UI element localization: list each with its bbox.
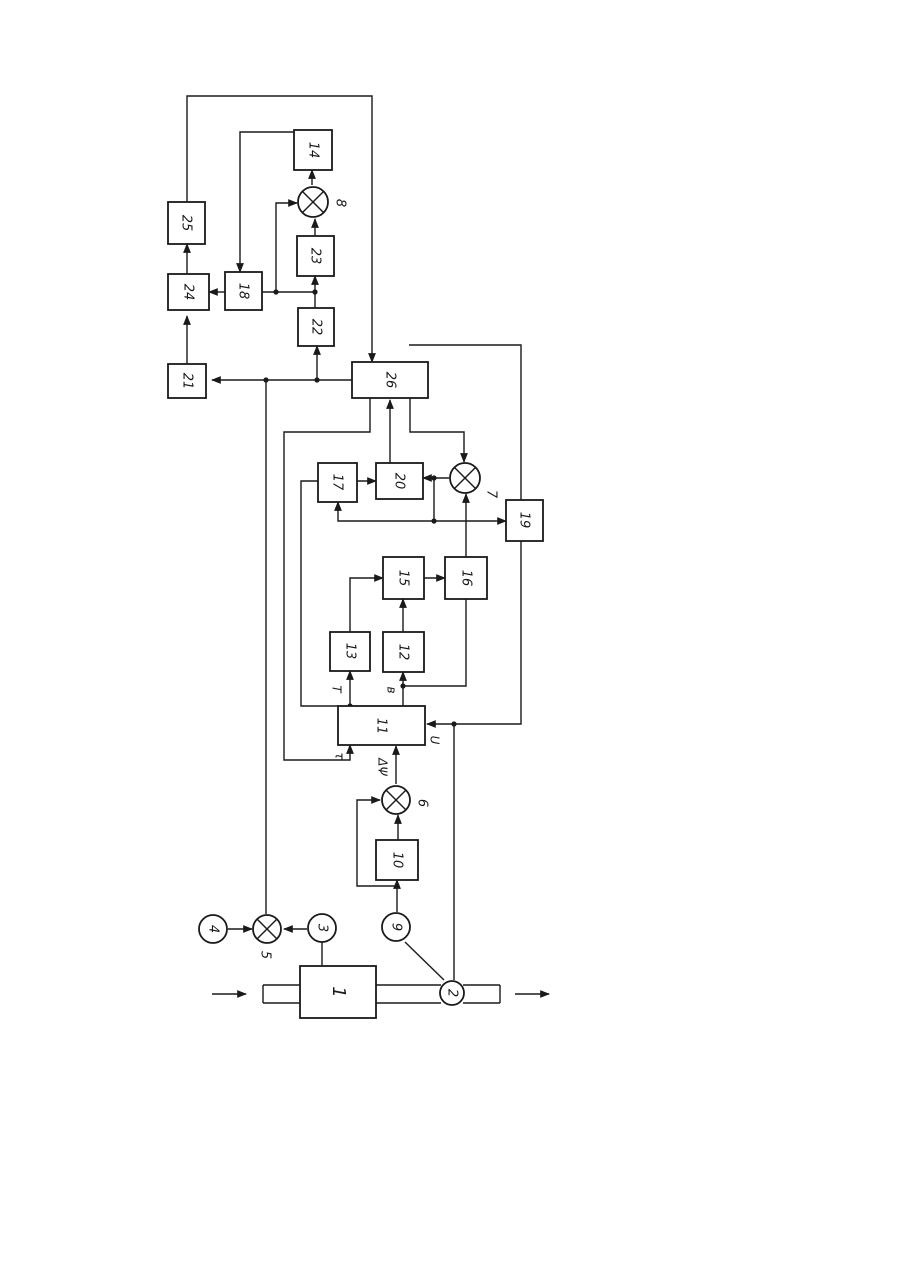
comparator-7: 7 (450, 463, 499, 499)
svg-text:11: 11 (374, 718, 389, 735)
block-10: 10 (376, 840, 418, 880)
svg-text:21: 21 (180, 373, 195, 390)
block-24: 24 (168, 274, 209, 310)
signal-tau-label: τ (333, 752, 347, 760)
svg-text:26: 26 (383, 372, 398, 389)
signal-t-label: T (330, 685, 344, 694)
svg-text:16: 16 (459, 570, 474, 587)
svg-text:14: 14 (306, 142, 321, 159)
svg-text:13: 13 (343, 643, 358, 660)
svg-text:6: 6 (415, 799, 430, 807)
sensor-2: 2 (440, 981, 464, 1005)
svg-text:4: 4 (206, 925, 221, 933)
block-12: 12 (383, 632, 424, 672)
svg-text:1: 1 (328, 986, 349, 997)
block-21: 21 (168, 364, 206, 398)
svg-text:23: 23 (308, 248, 323, 265)
svg-text:3: 3 (315, 924, 330, 932)
block-22: 22 (298, 308, 334, 346)
svg-text:19: 19 (517, 512, 532, 529)
svg-text:8: 8 (333, 199, 348, 207)
block-11: 11 (338, 706, 425, 745)
svg-text:22: 22 (309, 319, 324, 336)
svg-text:18: 18 (236, 283, 251, 300)
comparator-6: 6 (382, 786, 430, 814)
block-23: 23 (297, 236, 334, 276)
block-13: 13 (330, 632, 370, 671)
block-18: 18 (225, 272, 262, 310)
svg-text:5: 5 (258, 951, 273, 959)
block-14: 14 (294, 130, 332, 170)
svg-text:9: 9 (389, 923, 404, 931)
svg-text:15: 15 (396, 570, 411, 587)
svg-text:7: 7 (484, 490, 499, 499)
svg-text:25: 25 (179, 215, 194, 232)
sensor-9: 9 (382, 913, 410, 941)
svg-text:10: 10 (390, 852, 405, 869)
block-25: 25 (168, 202, 205, 244)
block-20: 20 (376, 463, 423, 499)
connections (187, 96, 521, 980)
svg-text:2: 2 (445, 989, 460, 997)
comparator-8: 8 (298, 187, 348, 217)
sensor-4: 4 (199, 915, 227, 943)
block-1: 1 (300, 966, 376, 1018)
svg-text:12: 12 (396, 644, 411, 661)
sensor-3: 3 (308, 914, 336, 942)
block-16: 16 (445, 557, 487, 599)
comparator-5: 5 (253, 915, 281, 959)
block-17: 17 (318, 463, 357, 502)
signal-dpsi-label: ΔΨ (376, 757, 390, 776)
svg-text:20: 20 (392, 473, 407, 490)
block-19: 19 (506, 500, 543, 541)
signal-u-label: U (428, 736, 442, 745)
pipeline (212, 985, 549, 1003)
svg-text:17: 17 (330, 474, 345, 491)
block-15: 15 (383, 557, 424, 599)
signal-v-label: в (385, 686, 399, 693)
block-26: 26 (352, 362, 428, 398)
svg-text:24: 24 (181, 284, 196, 301)
